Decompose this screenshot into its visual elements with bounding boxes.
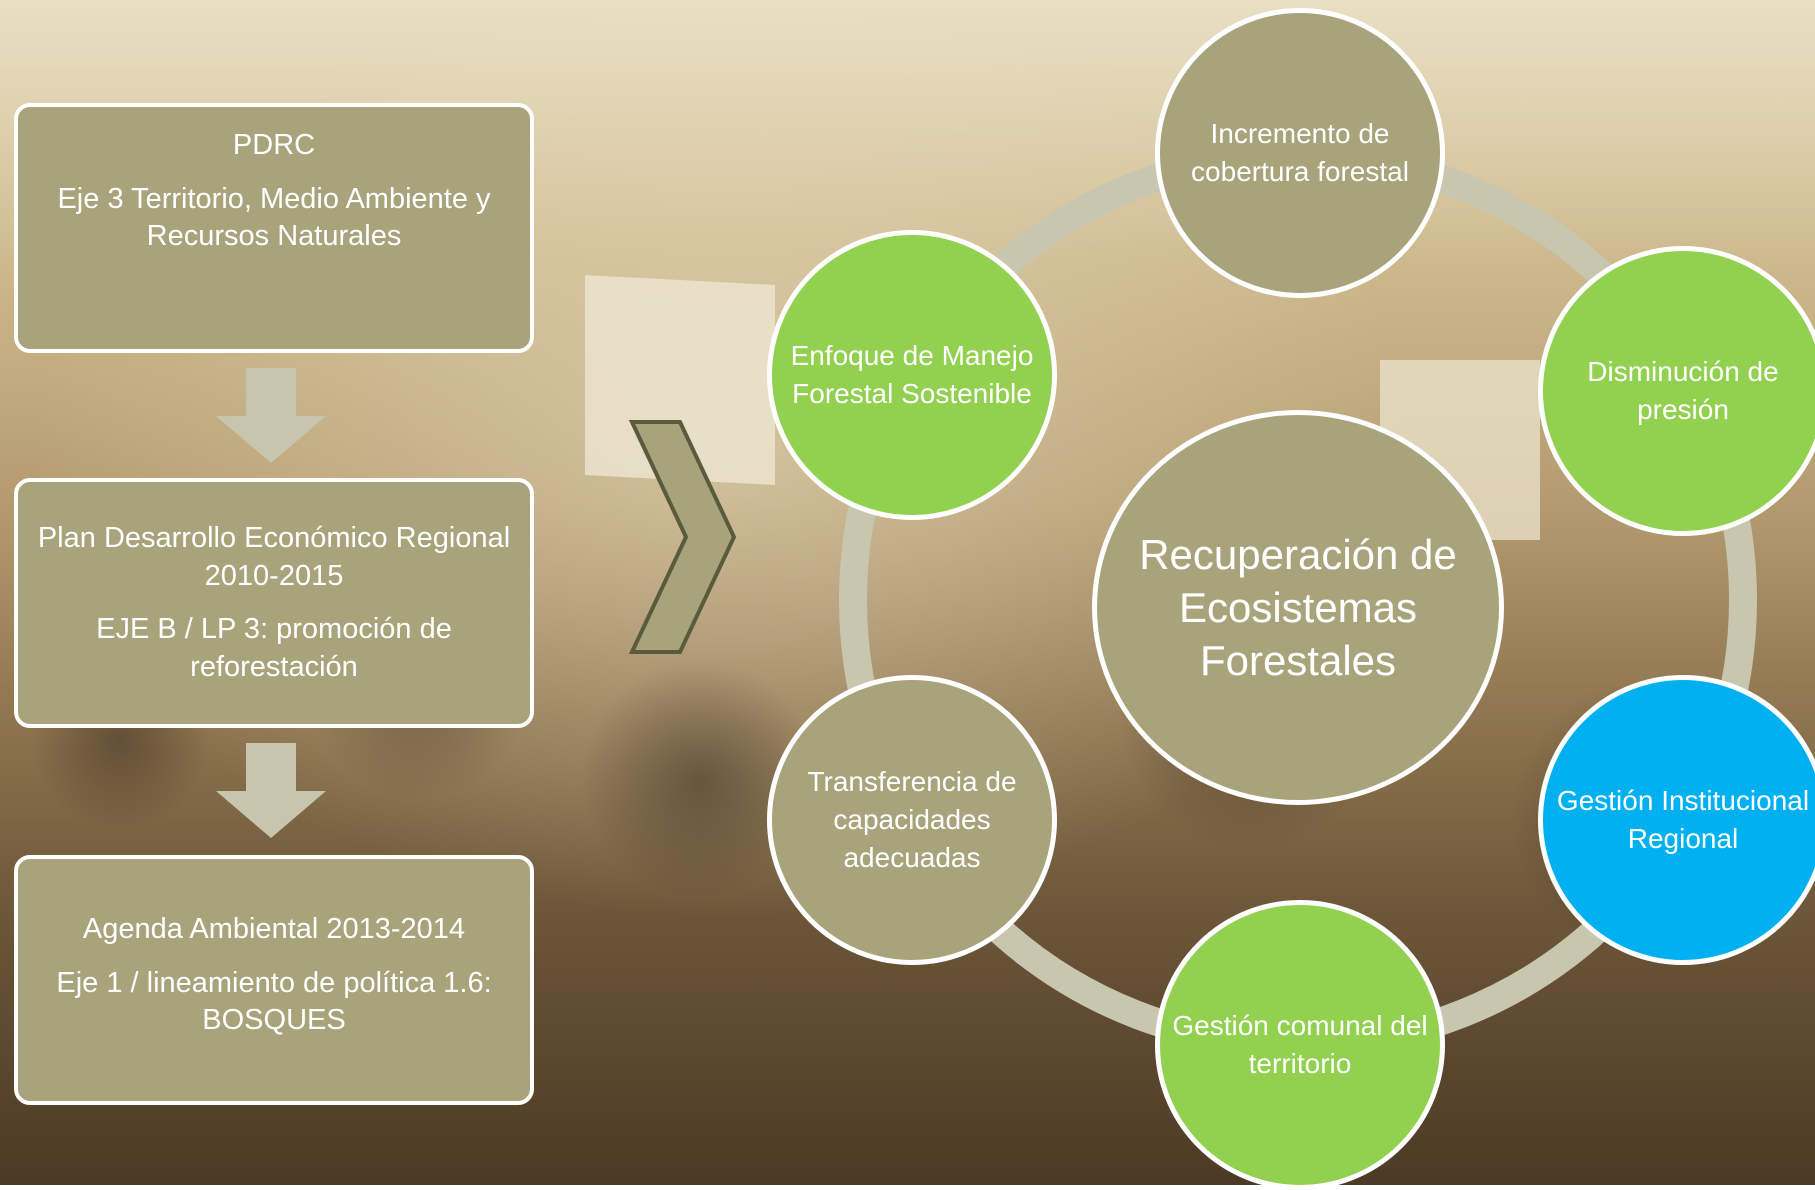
pdrc-box: PDRC Eje 3 Territorio, Medio Ambiente y … [14, 103, 534, 353]
cycle-node-top-label: Incremento de cobertura forestal [1191, 118, 1409, 187]
pdrc-box-title: PDRC [232, 129, 316, 161]
plan-desarrollo-box-title: Plan Desarrollo Económico Regional 2010-… [37, 522, 511, 592]
plan-desarrollo-box: Plan Desarrollo Económico Regional 2010-… [14, 478, 534, 728]
cycle-node-bottom-label: Gestión comunal del territorio [1172, 1010, 1428, 1079]
center-circle: Recuperación de Ecosistemas Forestales [1092, 410, 1504, 805]
agenda-ambiental-box-title: Agenda Ambiental 2013-2014 [82, 913, 466, 945]
plan-desarrollo-box-text: EJE B / LP 3: promoción de reforestación [96, 613, 452, 684]
center-circle-label: Recuperación de Ecosistemas Forestales [1139, 530, 1457, 685]
agenda-ambiental-box: Agenda Ambiental 2013-2014 Eje 1 / linea… [14, 855, 534, 1105]
agenda-ambiental-box-text: Eje 1 / lineamiento de política 1.6: BOS… [56, 966, 492, 1037]
cycle-node-bottom-left-label: Transferencia de capacidades adecuadas [807, 766, 1017, 873]
cycle-node-top-right: Disminución de presión [1538, 246, 1815, 536]
cycle-node-top: Incremento de cobertura forestal [1155, 8, 1445, 298]
chevron-right-icon [628, 420, 737, 654]
cycle-node-bottom: Gestión comunal del territorio [1155, 900, 1445, 1190]
cycle-node-top-left-label: Enfoque de Manejo Forestal Sostenible [790, 340, 1034, 409]
down-arrow-icon [216, 743, 326, 838]
cycle-node-bottom-right-label: Gestión Institucional Regional [1556, 785, 1810, 854]
cycle-node-bottom-right: Gestión Institucional Regional [1538, 675, 1815, 965]
cycle-node-bottom-left: Transferencia de capacidades adecuadas [767, 675, 1057, 965]
pdrc-box-text: Eje 3 Territorio, Medio Ambiente y Recur… [57, 182, 491, 253]
down-arrow-icon [216, 368, 326, 463]
cycle-node-top-right-label: Disminución de presión [1587, 356, 1779, 425]
cycle-node-top-left: Enfoque de Manejo Forestal Sostenible [767, 230, 1057, 520]
